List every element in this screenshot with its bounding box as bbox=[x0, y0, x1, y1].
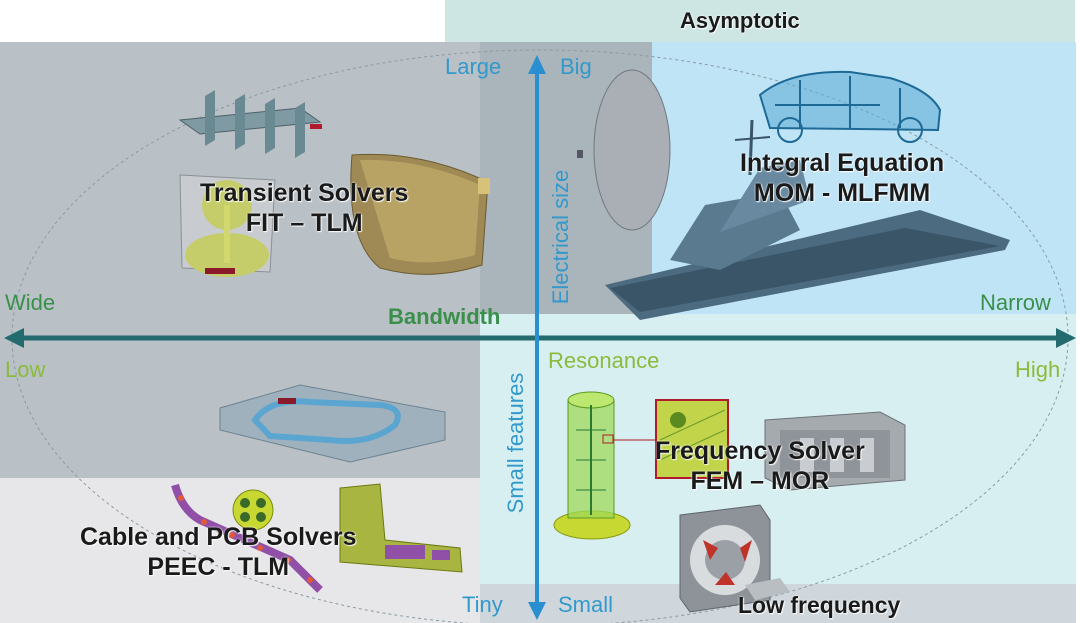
antenna-board-illustration bbox=[179, 174, 276, 277]
mesh-zoom-illustration bbox=[655, 399, 729, 479]
low-label: Low bbox=[5, 357, 46, 382]
feed-illustration bbox=[577, 150, 583, 158]
large-label: Large bbox=[445, 54, 502, 79]
low-frequency-label: Low frequency bbox=[738, 592, 901, 618]
cable-harness-illustration bbox=[171, 483, 323, 593]
big-label: Big bbox=[560, 54, 592, 79]
small-label: Small bbox=[558, 592, 614, 617]
integral-equation-label: Integral Equation MOM - MLFMM bbox=[740, 149, 945, 207]
filter-box-illustration bbox=[764, 411, 906, 491]
bandwidth-label: Bandwidth bbox=[388, 304, 501, 329]
car-body-illustration bbox=[758, 70, 942, 143]
pcb-substrate-illustration bbox=[219, 384, 446, 463]
high-label: High bbox=[1015, 357, 1061, 382]
frequency-solver-label: Frequency Solver FEM – MOR bbox=[655, 437, 865, 495]
dish-illustration bbox=[593, 69, 671, 231]
horn-illustration bbox=[350, 153, 490, 275]
fin-array-illustration bbox=[178, 90, 322, 158]
cylinder-illustration bbox=[553, 391, 656, 540]
tiny-label: Tiny bbox=[462, 592, 503, 617]
resonance-label: Resonance bbox=[548, 348, 660, 373]
small-features-label: Small features bbox=[503, 372, 528, 514]
cable-pcb-solvers-label: Cable and PCB Solvers PEEC - TLM bbox=[80, 523, 357, 581]
electrical-size-label: Electrical size bbox=[548, 169, 573, 305]
wide-label: Wide bbox=[5, 290, 56, 315]
motor-illustration bbox=[679, 504, 790, 613]
vertical-axis bbox=[528, 55, 546, 620]
narrow-label: Narrow bbox=[980, 290, 1051, 315]
asymptotic-region bbox=[445, 0, 1075, 42]
horizontal-axis bbox=[4, 328, 1076, 348]
transient-solvers-label: Transient Solvers FIT – TLM bbox=[200, 179, 409, 237]
pcb-board-illustration bbox=[339, 483, 463, 573]
asymptotic-label: Asymptotic bbox=[680, 8, 800, 33]
ship-illustration bbox=[605, 119, 1010, 320]
cable-cross-section-illustration bbox=[232, 489, 274, 531]
